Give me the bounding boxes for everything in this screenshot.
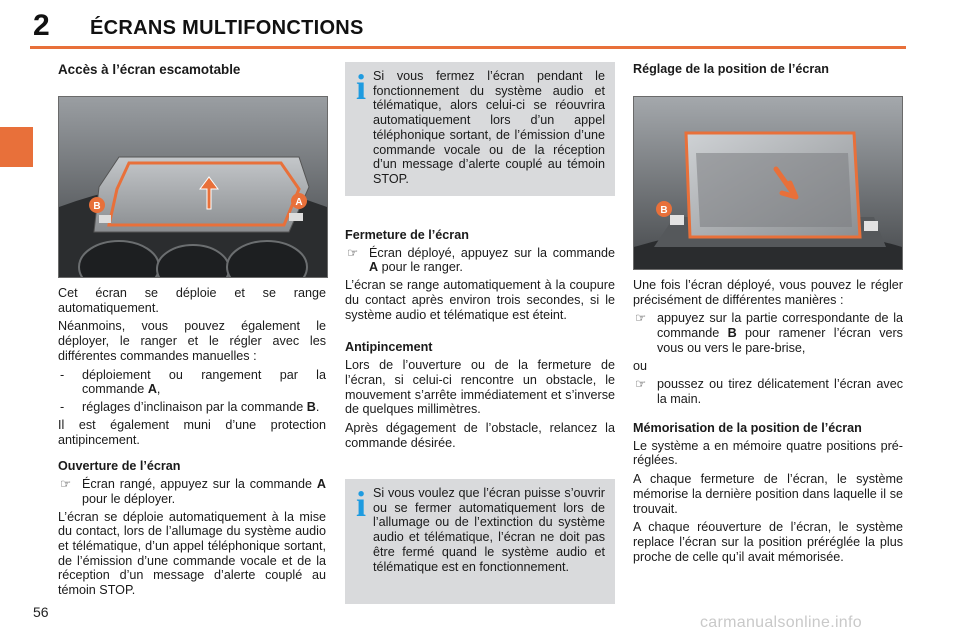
list-item: ☞Écran déployé, appuyez sur la commande … [347, 245, 615, 275]
or-text: ou [633, 358, 648, 373]
info-text: Si vous voulez que l’écran puisse s’ouvr… [373, 486, 605, 574]
list-item: -déploiement ou rangement par la command… [60, 367, 326, 397]
list-item: ☞Écran rangé, appuyez sur la commande A … [60, 477, 326, 506]
paragraph: Il est également muni d’une protection a… [58, 417, 326, 447]
photo2-label-b: B [660, 205, 667, 216]
hand-pointer-icon: ☞ [635, 377, 647, 392]
photo1-label-a: A [295, 197, 302, 208]
tilt-arrow-icon [773, 166, 799, 200]
info-text: Si vous fermez l’écran pendant le foncti… [373, 69, 605, 187]
photo1-label-b: B [93, 201, 100, 212]
column-3-body: Une fois l’écran déployé, vous pouvez le… [633, 278, 903, 568]
column-3: Réglage de la position de l’écran [633, 62, 903, 77]
column-1-body: Cet écran se déploie et se range automat… [58, 286, 326, 602]
column-2-body: Fermeture de l’écran ☞Écran déployé, app… [345, 228, 615, 455]
paragraph: L’écran se range automatiquement à la co… [345, 278, 615, 322]
section-title-adjust: Réglage de la position de l’écran [633, 62, 829, 76]
column-1: Accès à l’écran escamotable [58, 62, 326, 78]
up-arrow-icon [199, 176, 219, 210]
watermark: carmanualsonline.info [700, 614, 862, 631]
page-number: 56 [33, 604, 49, 620]
hand-pointer-icon: ☞ [635, 311, 647, 326]
paragraph: Néanmoins, vous pouvez également le dépl… [58, 319, 326, 363]
paragraph: Cet écran se déploie et se range automat… [58, 286, 326, 315]
hand-pointer-icon: ☞ [347, 245, 359, 260]
paragraph: Après dégagement de l’obstacle, relancez… [345, 421, 615, 450]
opening-list: ☞Écran rangé, appuyez sur la commande A … [58, 477, 326, 506]
info-box-1: i Si vous fermez l’écran pendant le fonc… [345, 62, 615, 196]
header-rule [30, 46, 906, 49]
subsection-title-antipinch: Antipincement [345, 340, 433, 355]
paragraph: Le système a en mémoire quatre positions… [633, 438, 903, 468]
photo-deployed-screen: B [633, 96, 903, 270]
paragraph: A chaque réouverture de l’écran, le syst… [633, 520, 903, 564]
subsection-title-opening: Ouverture de l’écran [58, 459, 181, 474]
list-item: ☞poussez ou tirez délicatement l’écran a… [635, 377, 903, 407]
info-box-2: i Si vous voulez que l’écran puisse s’ou… [345, 479, 615, 604]
adjust-list-2: ☞poussez ou tirez délicatement l’écran a… [633, 377, 903, 406]
paragraph: Lors de l’ouverture ou de la fermeture d… [345, 358, 615, 417]
closing-list: ☞Écran déployé, appuyez sur la commande … [345, 246, 615, 275]
paragraph: A chaque fermeture de l’écran, le systèm… [633, 472, 903, 516]
paragraph: L’écran se déploie automatiquement à la … [58, 509, 326, 598]
adjust-list: ☞appuyez sur la partie correspondante de… [633, 311, 903, 355]
command-list: -déploiement ou rangement par la command… [58, 368, 326, 415]
info-icon: i [356, 67, 367, 107]
subsection-title-closing: Fermeture de l’écran [345, 228, 469, 242]
chapter-number: 2 [33, 9, 50, 42]
hand-pointer-icon: ☞ [60, 477, 72, 492]
photo-stowed-screen: B A [58, 96, 328, 278]
paragraph: Une fois l’écran déployé, vous pouvez le… [633, 278, 903, 307]
section-title-access: Accès à l’écran escamotable [58, 62, 241, 77]
chapter-title: ÉCRANS MULTIFONCTIONS [90, 17, 364, 39]
list-item: ☞appuyez sur la partie correspondante de… [635, 311, 903, 355]
subsection-title-memory: Mémorisation de la position de l’écran [633, 420, 862, 435]
info-icon: i [356, 484, 367, 524]
list-item: -réglages d’inclinaison par la commande … [60, 400, 320, 415]
chapter-side-tab [0, 127, 33, 167]
